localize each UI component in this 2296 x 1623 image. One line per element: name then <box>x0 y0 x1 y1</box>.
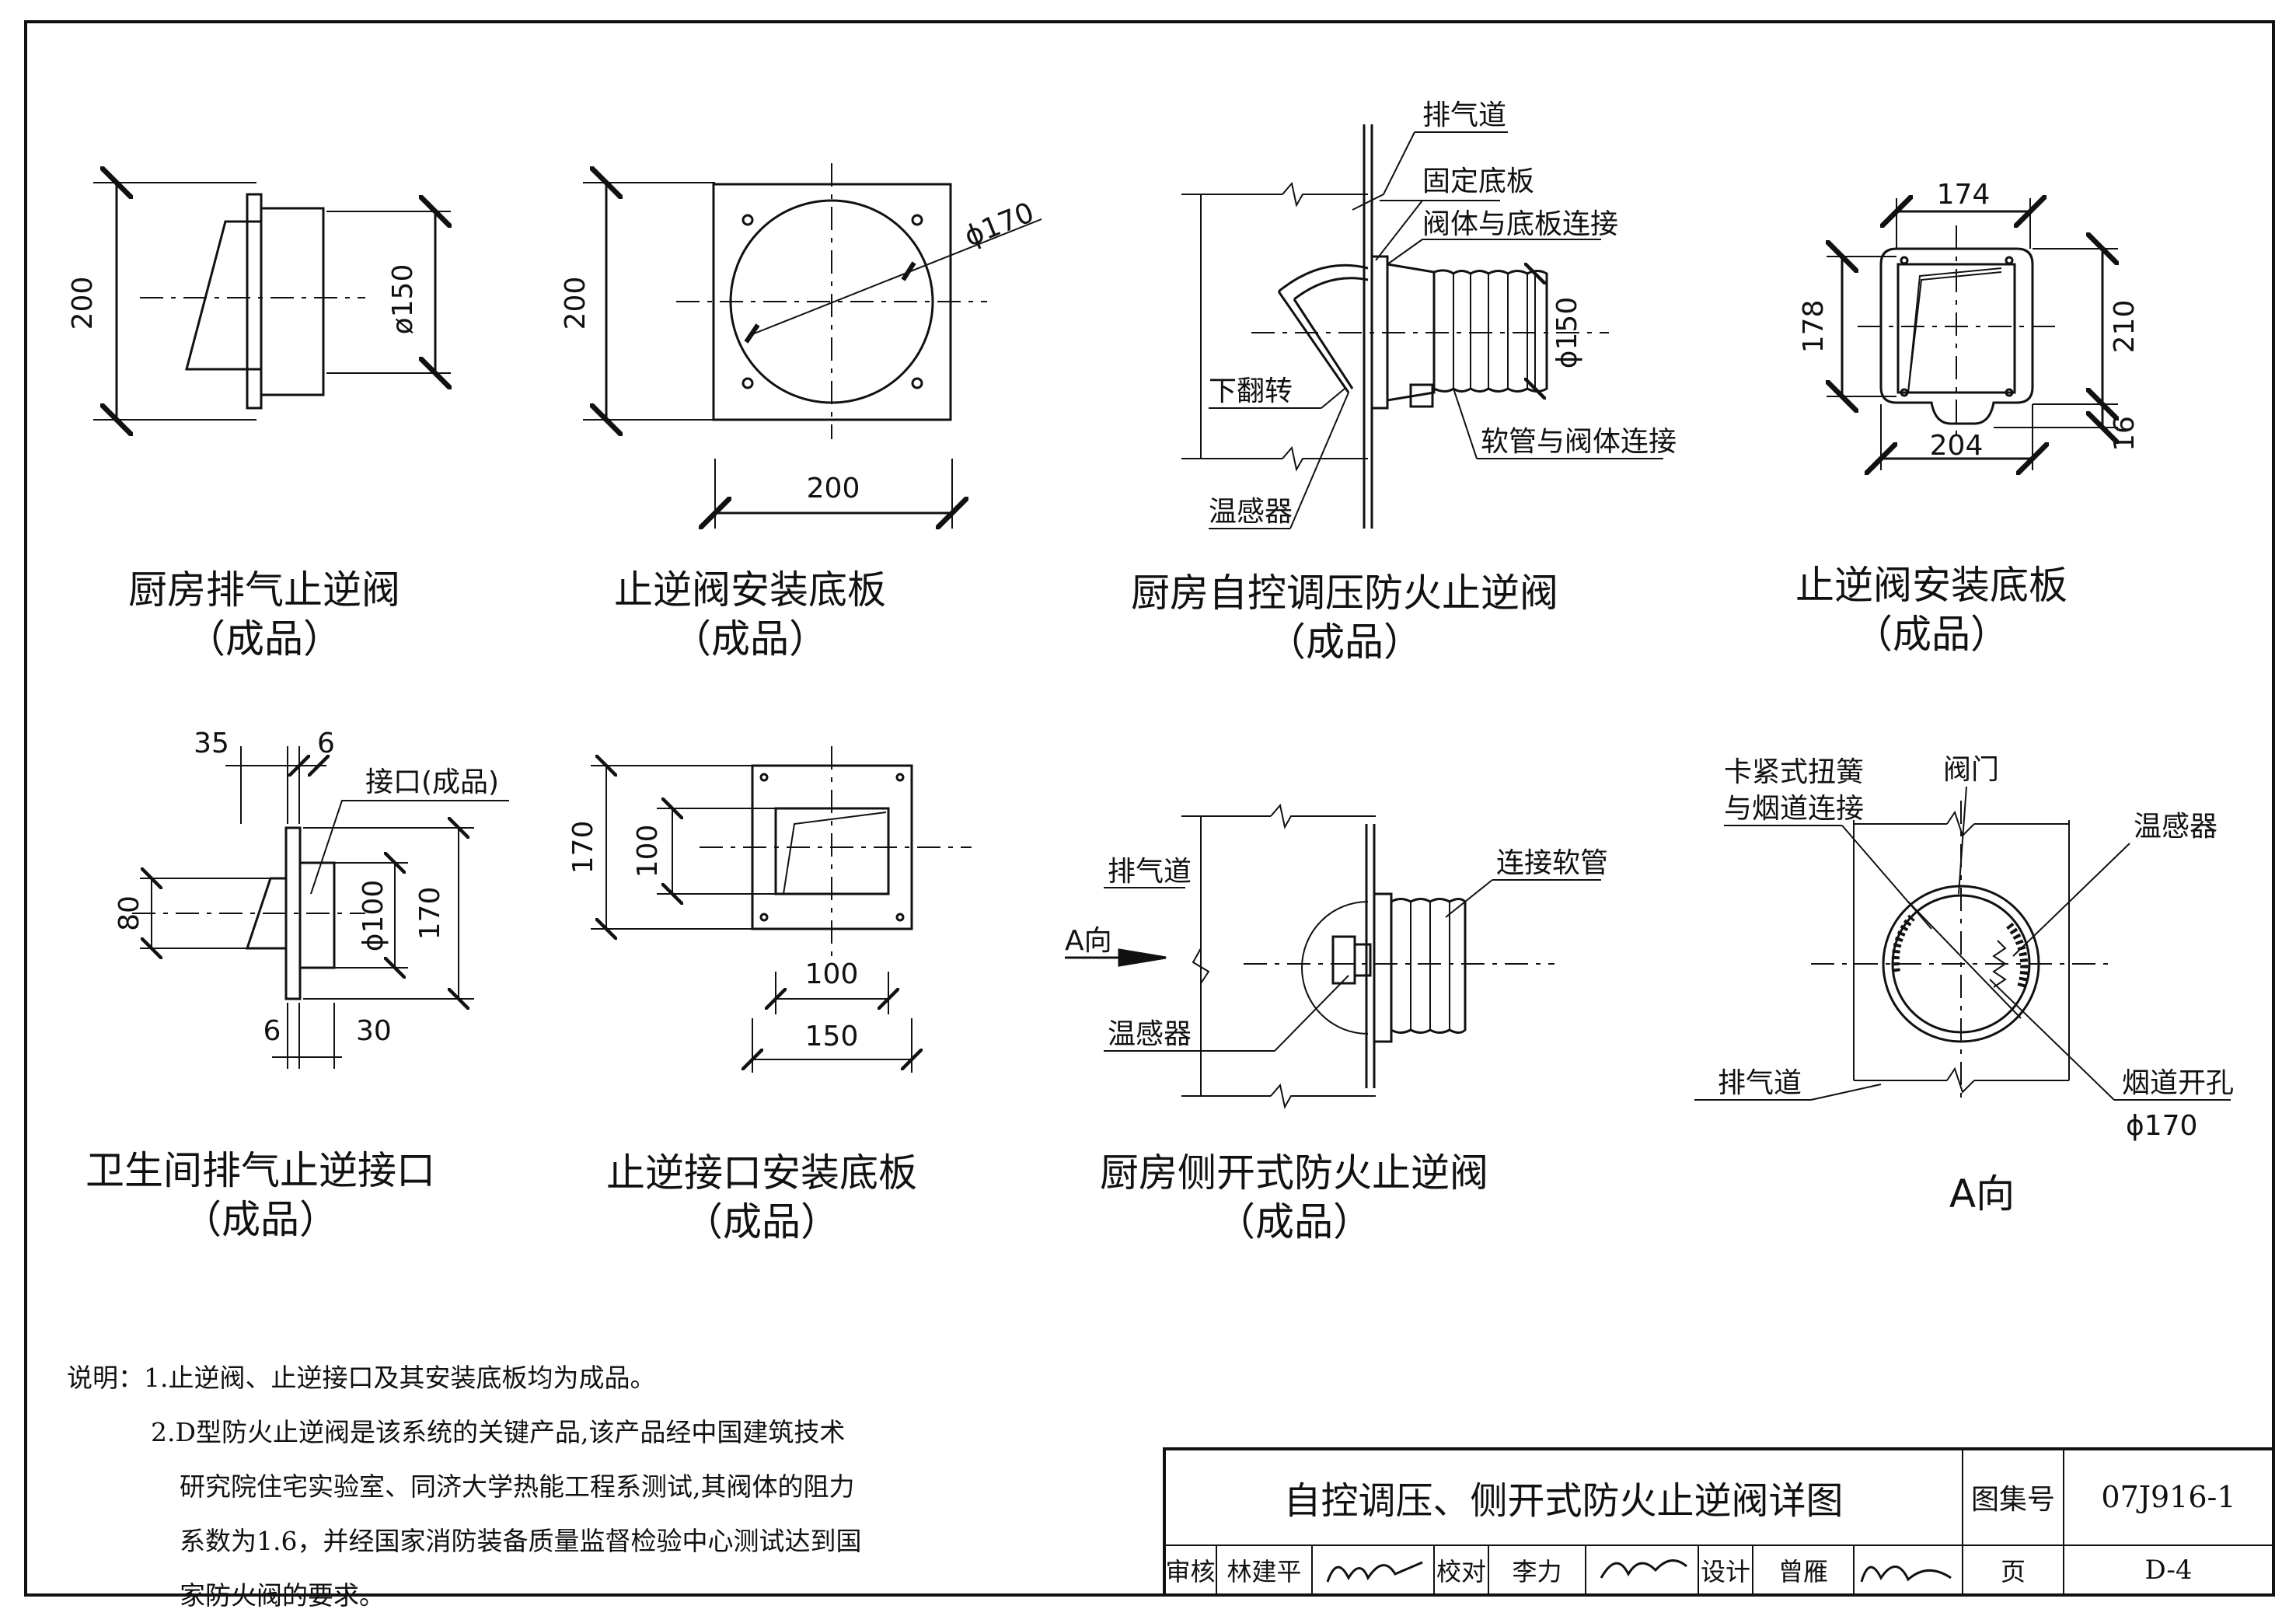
caption-view-a: A向 <box>1904 1170 2060 1219</box>
caption-title: A向 <box>1949 1171 2015 1216</box>
dim-text: 6 <box>263 1015 281 1047</box>
dim-text: 80 <box>113 895 145 931</box>
note-item: 1.止逆阀、止逆接口及其安装底板均为成品。 <box>144 1363 656 1393</box>
callout-text: 阀门 <box>1943 754 1999 786</box>
dim-text: 178 <box>1798 300 1830 354</box>
callout-text: ϕ170 <box>2126 1110 2197 1142</box>
dim-text: 150 <box>805 1021 859 1052</box>
dim-text: 30 <box>356 1015 392 1047</box>
caption-kitchen-side-open-fire-check-valve: 厨房侧开式防火止逆阀 （成品） <box>1076 1149 1512 1246</box>
check-valve-mounting-plate-2-drawing <box>1827 198 2118 470</box>
notes-lead: 说明： <box>67 1363 144 1393</box>
caption-subtitle: （成品） <box>684 1199 839 1244</box>
callout-text: 固定底板 <box>1422 166 1534 197</box>
kitchen-exhaust-check-valve-drawing <box>93 183 451 420</box>
bathroom-exhaust-check-port-drawing <box>132 746 509 1069</box>
checker-signature <box>1600 1559 1687 1579</box>
caption-subtitle: （成品） <box>183 1196 338 1242</box>
dim-text: 210 <box>2109 300 2141 354</box>
note-item: 系数为1.6，并经国家消防装备质量监督检验中心测试达到国 <box>180 1526 862 1556</box>
caption-subtitle: （成品） <box>672 616 828 661</box>
view-a-drawing <box>1694 786 2231 1104</box>
caption-title: 卫生间排气止逆接口 <box>85 1148 435 1193</box>
callout-text: 温感器 <box>2134 811 2217 843</box>
check-valve-mounting-plate-1-drawing <box>583 163 1042 529</box>
drawing-title: 自控调压、侧开式防火止逆阀详图 <box>1283 1479 1844 1523</box>
callout-text: 排气道 <box>1718 1067 1802 1099</box>
notes-block: 说明：1.止逆阀、止逆接口及其安装底板均为成品。 2.D型防火止逆阀是该系统的关… <box>67 1351 861 1623</box>
caption-title: 止逆阀安装底板 <box>614 567 886 613</box>
dim-text: ϕ170 <box>960 197 1038 253</box>
caption-subtitle: （成品） <box>1267 619 1422 665</box>
caption-title: 厨房侧开式防火止逆阀 <box>1100 1150 1488 1195</box>
dim-text: 170 <box>414 887 446 941</box>
callout-text: 排气道 <box>1108 856 1192 888</box>
callout-text: 软管与阀体连接 <box>1481 426 1677 458</box>
reviewer-name: 林建平 <box>1227 1557 1302 1586</box>
caption-subtitle: （成品） <box>1854 611 2009 657</box>
check-label: 校对 <box>1436 1557 1486 1586</box>
caption-title: 止逆阀安装底板 <box>1795 563 2067 608</box>
kitchen-side-open-fire-check-valve-drawing <box>1065 803 1601 1109</box>
note-item: 2.D型防火止逆阀是该系统的关键产品,该产品经中国建筑技术 <box>151 1417 846 1447</box>
note-row-1: 说明：1.止逆阀、止逆接口及其安装底板均为成品。 <box>67 1351 861 1405</box>
caption-check-valve-mounting-plate-2: 止逆阀安装底板 （成品） <box>1780 561 2083 658</box>
caption-title: 厨房自控调压防火止逆阀 <box>1131 571 1558 616</box>
callout-text: 卡紧式扭簧 <box>1724 756 1864 788</box>
dim-text: 200 <box>807 473 860 504</box>
title-block-grid <box>1163 1447 2275 1597</box>
dim-text: 16 <box>2109 416 2141 452</box>
dim-text: 6 <box>317 728 335 759</box>
callout-text: 接口(成品) <box>365 766 499 798</box>
atlas-number: 07J916-1 <box>2101 1480 2236 1514</box>
callout-text: 温感器 <box>1209 496 1293 528</box>
caption-kitchen-exhaust-check-valve: 厨房排气止逆阀 （成品） <box>109 566 420 663</box>
page-number: D-4 <box>2144 1555 2193 1586</box>
designer-signature <box>1860 1565 1952 1583</box>
designer-name: 曾雁 <box>1778 1557 1828 1586</box>
dim-text: ϕ150 <box>1551 297 1583 368</box>
callout-text: 连接软管 <box>1496 847 1608 879</box>
callout-text: A向 <box>1065 925 1112 957</box>
check-port-mounting-plate-drawing <box>591 746 972 1073</box>
kitchen-auto-pressure-fire-check-valve-drawing <box>1181 124 1663 529</box>
caption-check-port-mounting-plate: 止逆接口安装底板 （成品） <box>606 1149 917 1246</box>
callout-text: 排气道 <box>1422 99 1506 131</box>
callout-text: 阀体与底板连接 <box>1422 208 1618 240</box>
page-label: 页 <box>2000 1557 2026 1586</box>
note-item: 家防火阀的要求。 <box>180 1580 385 1611</box>
caption-title: 厨房排气止逆阀 <box>128 567 400 613</box>
callout-text: 与烟道连接 <box>1724 793 1864 825</box>
caption-check-valve-mounting-plate-1: 止逆阀安装底板 （成品） <box>598 566 902 663</box>
callout-text: 下翻转 <box>1209 375 1293 407</box>
reviewer-signature <box>1326 1561 1423 1583</box>
note-item: 研究院住宅实验室、同济大学热能工程系测试,其阀体的阻力 <box>180 1471 855 1502</box>
dim-text: ϕ100 <box>358 880 389 951</box>
dim-text: 174 <box>1937 179 1991 211</box>
caption-kitchen-auto-pressure-fire-check-valve: 厨房自控调压防火止逆阀 （成品） <box>1119 569 1570 666</box>
callout-text: 烟道开孔 <box>2122 1067 2234 1099</box>
caption-subtitle: （成品） <box>187 616 342 661</box>
review-label: 审核 <box>1165 1557 1216 1586</box>
dim-text: 100 <box>805 958 859 990</box>
dim-text: 204 <box>1930 430 1984 462</box>
atlas-label: 图集号 <box>1970 1484 2055 1516</box>
dim-text: ø150 <box>387 264 419 335</box>
caption-bathroom-exhaust-check-port: 卫生间排气止逆接口 （成品） <box>78 1147 443 1244</box>
checker-name: 李力 <box>1512 1557 1562 1586</box>
design-label: 设计 <box>1700 1557 1750 1586</box>
dim-text: 35 <box>194 728 229 759</box>
dim-text: 170 <box>567 821 599 874</box>
dim-text: 200 <box>67 277 99 330</box>
dim-text: 100 <box>632 825 664 878</box>
caption-title: 止逆接口安装底板 <box>606 1150 917 1195</box>
callout-text: 温感器 <box>1108 1018 1192 1050</box>
caption-subtitle: （成品） <box>1216 1199 1372 1244</box>
sheet-border <box>24 20 2275 1597</box>
dim-text: 200 <box>560 277 591 330</box>
